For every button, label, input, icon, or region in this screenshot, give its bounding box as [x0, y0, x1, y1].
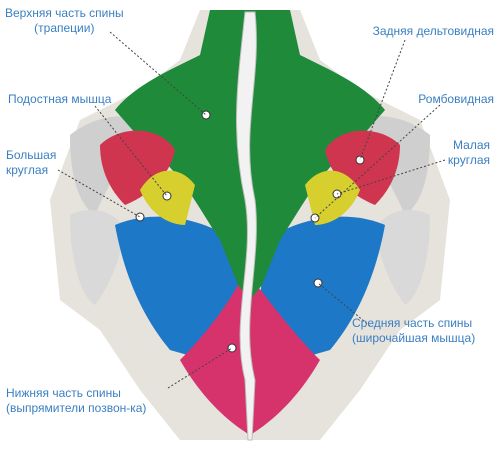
leader-infraspinatus: [94, 105, 168, 197]
right-arm: [375, 210, 430, 305]
leader-teres-minor: [336, 159, 446, 195]
label-teres-major: Большая круглая: [6, 148, 57, 177]
label-rhomboid: Ромбовидная: [418, 92, 494, 106]
label-infraspinatus: Подостная мышца: [8, 92, 112, 106]
label-teres-minor: Малая круглая: [447, 138, 490, 167]
right-latissimus: [260, 216, 385, 360]
label-rear-delt: Задняя дельтовидная: [372, 24, 494, 38]
leader-middle-back: [317, 282, 371, 327]
left-latissimus: [115, 216, 240, 360]
label-lower-back: Нижняя часть спины (выпрямители позвон-к…: [6, 386, 147, 415]
leader-rear-delt: [359, 39, 406, 161]
marker-teres-major: [135, 212, 145, 222]
label-middle-back: Средняя часть спины (широчайшая мышца): [352, 316, 476, 345]
marker-middle-back: [313, 278, 323, 288]
marker-infraspinatus: [162, 191, 172, 201]
spine: [235, 11, 257, 441]
right-teres-major: [325, 130, 400, 205]
leader-rhomboid: [314, 104, 441, 219]
leader-upper-back: [109, 31, 207, 116]
right-infraspinatus: [305, 170, 360, 225]
left-teres-major: [100, 130, 175, 205]
marker-upper-back: [201, 110, 211, 120]
leader-lower-back: [167, 347, 233, 389]
marker-lower-back: [227, 343, 237, 353]
left-arm: [70, 210, 125, 305]
label-upper-back: Верхняя часть спины (трапеции): [5, 6, 124, 35]
